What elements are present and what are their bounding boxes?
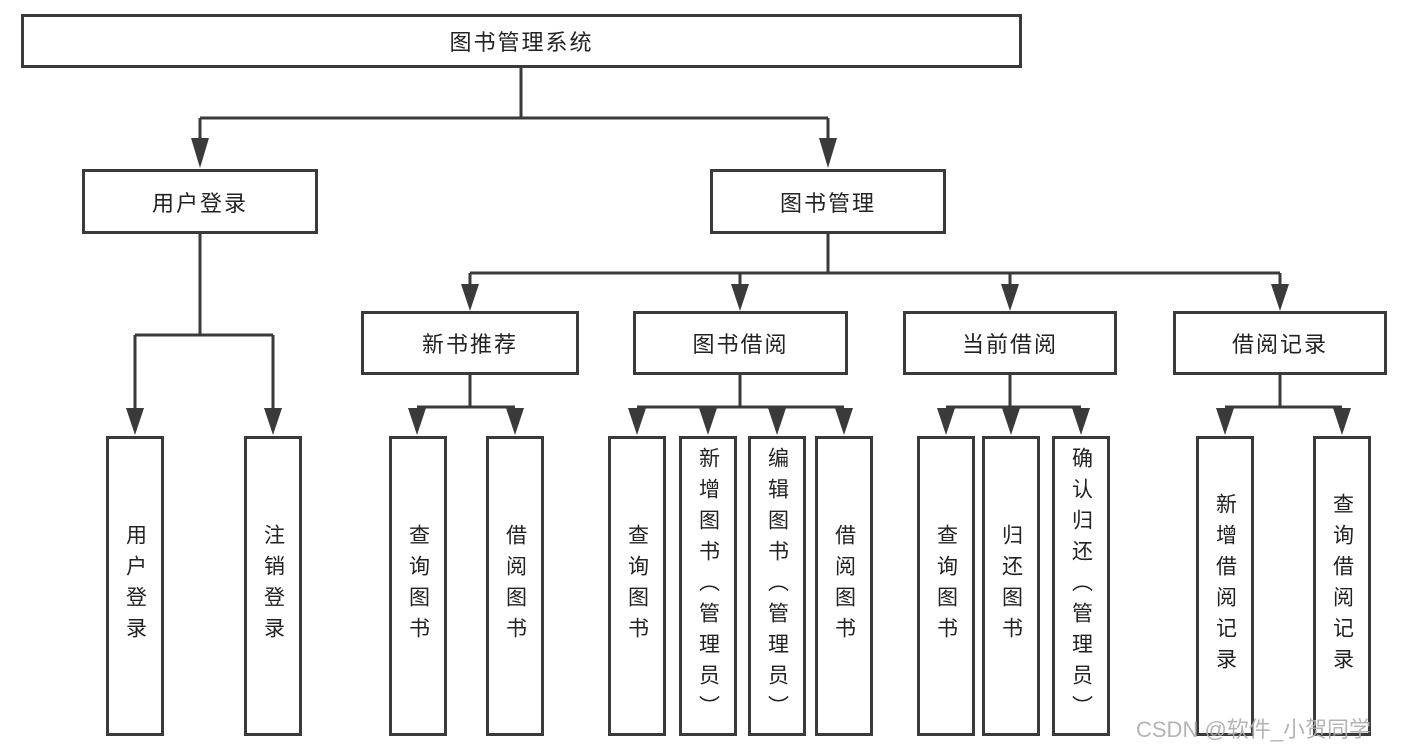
node-root: 图书管理系统 [21,14,1022,68]
connector-book-borrow-to-leaves [628,375,853,435]
leaf-borrow-query-label: 查询图书 [625,524,649,648]
leaf-borrow-edit-admin-label: 编辑图书（管理员） [765,446,789,726]
arrowhead [1271,284,1289,311]
leaf-borrow-query: 查询图书 [608,436,666,736]
arrowhead [1333,408,1351,435]
leaf-borrow-add-admin-label: 新增图书（管理员） [696,446,720,726]
arrowhead [835,408,853,435]
leaf-borrow-edit-admin: 编辑图书（管理员） [748,436,806,736]
leaf-records-query: 查询借阅记录 [1313,436,1371,736]
arrowhead [126,408,144,435]
arrowhead [768,408,786,435]
leaf-records-query-label: 查询借阅记录 [1330,493,1354,679]
leaf-newbook-borrow-label: 借阅图书 [503,524,527,648]
leaf-newbook-borrow: 借阅图书 [486,436,544,736]
arrowhead [191,138,209,168]
arrowhead [1001,284,1019,311]
connector-borrow-records-to-leaves [1216,375,1351,435]
connector-user-login-to-leaves [126,234,282,435]
leaf-logout-label: 注销登录 [261,524,285,648]
leaf-records-add: 新增借阅记录 [1196,436,1254,736]
leaf-current-confirm-admin-label: 确认归还（管理员） [1069,446,1093,726]
node-borrow-records-label: 借阅记录 [1231,332,1328,357]
arrowhead [628,408,646,435]
node-current-borrow-label: 当前借阅 [961,332,1058,357]
leaf-current-query: 查询图书 [917,436,975,736]
arrowhead [819,138,837,168]
arrowhead [1072,408,1090,435]
connector-new-book-to-leaves [408,375,524,435]
node-root-label: 图书管理系统 [449,30,594,55]
arrowhead [699,408,717,435]
connector-book-mgmt-to-level3 [461,234,1289,311]
leaf-borrow-borrow: 借阅图书 [815,436,873,736]
arrowhead [506,408,524,435]
node-book-management-label: 图书管理 [779,190,876,216]
arrowhead [1216,408,1234,435]
leaf-user-login: 用户登录 [106,436,164,736]
leaf-newbook-query-label: 查询图书 [406,524,430,648]
csdn-watermark: CSDN @软件_小贺同学 [1136,717,1372,742]
arrowhead [408,408,426,435]
leaf-current-return: 归还图书 [982,436,1040,736]
connector-root-to-level2 [191,68,837,168]
arrowhead [461,284,479,311]
node-book-borrow-label: 图书借阅 [692,332,789,357]
node-new-book-recommend-label: 新书推荐 [421,332,518,357]
node-new-book-recommend: 新书推荐 [361,311,579,375]
node-user-login: 用户登录 [82,169,318,234]
connector-current-borrow-to-leaves [937,375,1090,435]
node-book-borrow: 图书借阅 [633,311,848,375]
leaf-current-query-label: 查询图书 [934,524,958,648]
leaf-current-return-label: 归还图书 [999,524,1023,648]
leaf-newbook-query: 查询图书 [389,436,447,736]
node-current-borrow: 当前借阅 [903,311,1117,375]
leaf-current-confirm-admin: 确认归还（管理员） [1052,436,1110,736]
arrowhead [937,408,955,435]
leaf-borrow-add-admin: 新增图书（管理员） [679,436,737,736]
leaf-records-add-label: 新增借阅记录 [1213,493,1237,679]
node-user-login-label: 用户登录 [151,190,248,216]
node-borrow-records: 借阅记录 [1173,311,1387,375]
leaf-borrow-borrow-label: 借阅图书 [832,524,856,648]
arrowhead [731,284,749,311]
arrowhead [264,408,282,435]
leaf-logout: 注销登录 [244,436,302,736]
node-book-management: 图书管理 [710,169,946,234]
leaf-user-login-label: 用户登录 [123,524,147,648]
arrowhead [1002,408,1020,435]
